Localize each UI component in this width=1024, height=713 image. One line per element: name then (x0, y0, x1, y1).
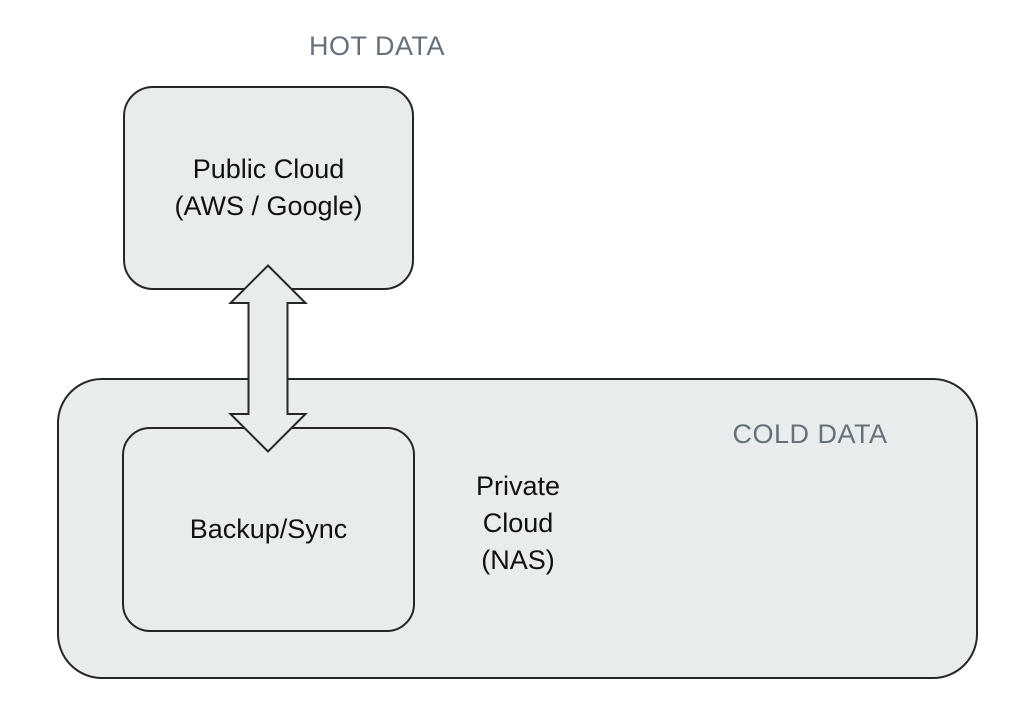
public-cloud-node: Public Cloud (AWS / Google) (123, 86, 414, 290)
backup-sync-node: Backup/Sync (122, 427, 415, 632)
hot-data-zone-label: HOT DATA (308, 31, 445, 61)
cold-data-zone-label: COLD DATA (732, 419, 888, 449)
private-cloud-label-line2: Cloud (482, 508, 554, 538)
private-cloud-label-line1: Private (475, 471, 561, 501)
bidirectional-sync-arrow-icon (228, 264, 308, 453)
public-cloud-label-line2: (AWS / Google) (174, 191, 363, 221)
backup-sync-label: Backup/Sync (189, 514, 348, 544)
private-cloud-label-line3: (NAS) (481, 545, 555, 575)
private-cloud-label: Private Cloud (NAS) (453, 468, 583, 579)
public-cloud-label-line1: Public Cloud (192, 154, 345, 184)
